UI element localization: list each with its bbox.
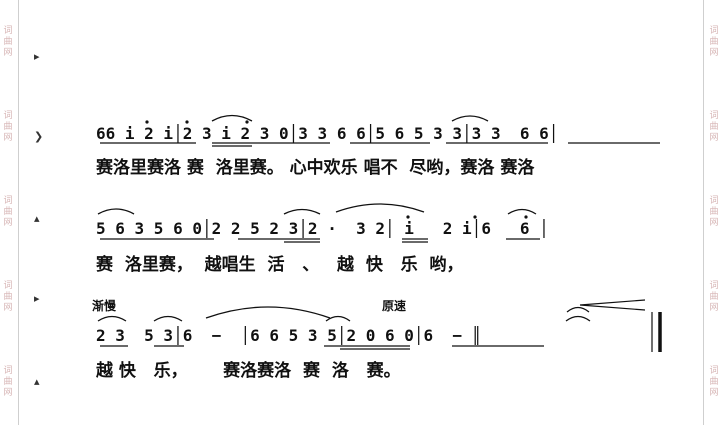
jianpu-notes-row-1: 66 i 2 i│2 3 i 2 3 0│3 3 6 6│5 6 5 3 3│3… bbox=[96, 124, 559, 143]
slur-mark bbox=[451, 115, 489, 122]
watermark-block: 词曲网 bbox=[709, 196, 719, 228]
slur-mark bbox=[97, 208, 135, 215]
watermark-block: 词曲网 bbox=[3, 26, 13, 58]
scan-mark: ▸ bbox=[34, 292, 40, 305]
watermark-block: 词曲网 bbox=[3, 366, 13, 398]
tie-mark bbox=[205, 306, 331, 319]
slur-mark bbox=[507, 208, 537, 215]
right-margin-rule bbox=[703, 0, 704, 425]
jianpu-notes-row-3: 2 3 5 3│6 − │6 6 5 3 5│2 0 6 0│6 − ║ bbox=[96, 326, 482, 345]
scan-mark: ❯ bbox=[34, 130, 44, 143]
watermark-block: 词曲网 bbox=[3, 196, 13, 228]
octave-dot bbox=[145, 120, 149, 124]
tempo-mark-ritardando: 渐慢 bbox=[92, 299, 117, 313]
lyrics-row-1: 赛洛里赛洛 赛 洛里赛。 心中欢乐 唱不 尽哟，赛洛 赛洛 bbox=[96, 158, 535, 178]
jianpu-notes-row-2: 5 6 3 5 6 0│2 2 5 2 3│2 · 3 2│ i 2 i│6 6… bbox=[96, 219, 549, 238]
scan-mark: ▴ bbox=[34, 212, 40, 225]
tie-mark bbox=[335, 203, 425, 213]
slur-mark bbox=[283, 208, 321, 215]
slur-mark bbox=[325, 315, 351, 322]
slur-mark bbox=[565, 315, 591, 322]
right-watermark-strip: 词曲网 词曲网 词曲网 词曲网 词曲网 bbox=[706, 0, 722, 425]
watermark-block: 词曲网 bbox=[709, 111, 719, 143]
lyrics-row-2: 赛 洛里赛， 越唱生 活 、 越 快 乐 哟， bbox=[96, 255, 464, 275]
fermata-mark bbox=[566, 306, 590, 313]
slur-mark bbox=[211, 114, 253, 122]
lyrics-row-3: 越 快 乐， 赛洛赛洛 赛 洛 赛。 bbox=[96, 361, 401, 381]
octave-dot bbox=[473, 215, 477, 219]
decrescendo-hairpin bbox=[579, 299, 646, 311]
watermark-block: 词曲网 bbox=[709, 26, 719, 58]
octave-dot bbox=[245, 120, 249, 124]
octave-dot bbox=[406, 215, 410, 219]
slur-mark bbox=[97, 315, 127, 322]
watermark-block: 词曲网 bbox=[709, 366, 719, 398]
watermark-block: 词曲网 bbox=[709, 281, 719, 313]
octave-dot bbox=[185, 120, 189, 124]
scan-mark: ▸ bbox=[34, 50, 40, 63]
left-margin-rule bbox=[18, 0, 19, 425]
watermark-block: 词曲网 bbox=[3, 111, 13, 143]
slur-mark bbox=[153, 315, 183, 322]
watermark-block: 词曲网 bbox=[3, 281, 13, 313]
scan-mark: ▴ bbox=[34, 375, 40, 388]
left-watermark-strip: 词曲网 词曲网 词曲网 词曲网 词曲网 bbox=[0, 0, 16, 425]
octave-dot bbox=[524, 215, 528, 219]
tempo-mark-a-tempo: 原速 bbox=[382, 299, 407, 313]
